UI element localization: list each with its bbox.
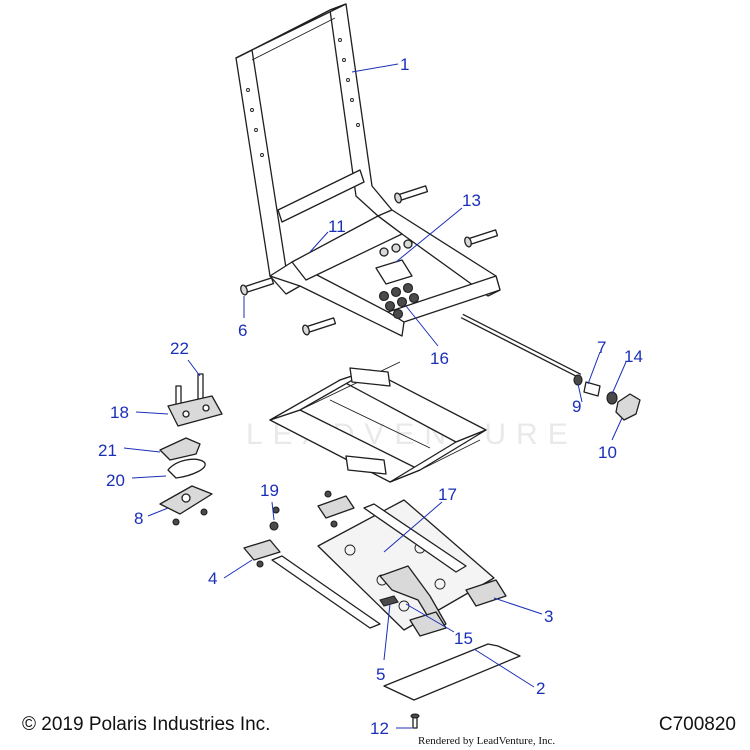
callouts: 1 2 3 4 5 6 7 8 9 10 11 12 13 14 15 16 1… <box>98 55 643 738</box>
callout-18[interactable]: 18 <box>110 403 129 422</box>
callout-2[interactable]: 2 <box>536 679 545 698</box>
callout-5[interactable]: 5 <box>376 665 385 684</box>
callout-16[interactable]: 16 <box>430 349 449 368</box>
adjuster-rod <box>460 313 582 379</box>
plate-part-8 <box>159 485 213 526</box>
rendered-by-text: Rendered by LeadVenture, Inc. <box>418 735 556 747</box>
copyright-text: © 2019 Polaris Industries Inc. <box>22 714 271 735</box>
screw-part-12 <box>410 713 420 729</box>
callout-4[interactable]: 4 <box>208 569 217 588</box>
nut-part-14 <box>606 391 618 405</box>
bracket-upper <box>317 490 355 528</box>
callout-3[interactable]: 3 <box>544 607 553 626</box>
bracket-part-18 <box>167 395 223 427</box>
knob-part-10 <box>615 393 641 421</box>
seat-frame <box>235 3 501 337</box>
callout-21[interactable]: 21 <box>98 441 117 460</box>
washer-part-9 <box>573 374 583 386</box>
callout-19[interactable]: 19 <box>260 481 279 500</box>
callout-11[interactable]: 11 <box>328 217 346 236</box>
spacer-part-7 <box>583 381 601 397</box>
callout-20[interactable]: 20 <box>106 471 125 490</box>
bolts-part-6 <box>240 185 499 336</box>
drawing-id: C700820 <box>658 714 736 735</box>
cable-part-20 <box>167 458 206 479</box>
leader-lines <box>123 63 627 729</box>
bracket-part-4 <box>243 539 281 568</box>
clip-part-5 <box>379 595 399 607</box>
callout-17[interactable]: 17 <box>438 485 457 504</box>
callout-10[interactable]: 10 <box>598 443 617 462</box>
rail-part-17 <box>363 503 467 573</box>
latch-bracket-part-13 <box>375 239 413 285</box>
skid-plate-part-2 <box>383 643 521 701</box>
callout-9[interactable]: 9 <box>572 397 581 416</box>
callout-7[interactable]: 7 <box>597 338 606 357</box>
bracket-part-3 <box>409 579 507 637</box>
latch-part-21 <box>159 437 201 461</box>
nut-part-19 <box>269 506 280 531</box>
nuts-part-16 <box>378 282 420 320</box>
rail-left <box>271 555 381 629</box>
callout-14[interactable]: 14 <box>624 347 643 366</box>
callout-8[interactable]: 8 <box>134 509 143 528</box>
callout-22[interactable]: 22 <box>170 339 189 358</box>
callout-6[interactable]: 6 <box>238 321 247 340</box>
callout-13[interactable]: 13 <box>462 191 481 210</box>
callout-15[interactable]: 15 <box>454 629 473 648</box>
callout-1[interactable]: 1 <box>400 55 409 74</box>
callout-12[interactable]: 12 <box>370 719 389 738</box>
seat-slider <box>269 361 487 483</box>
